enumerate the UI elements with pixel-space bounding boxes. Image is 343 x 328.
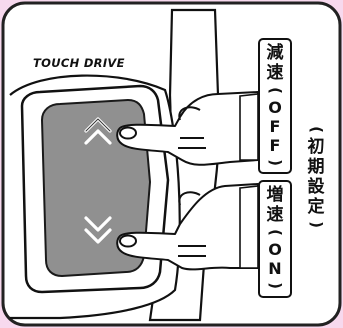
accelerate-paren-close: ) bbox=[266, 282, 285, 289]
decelerate-paren-close: ) bbox=[266, 159, 285, 166]
double-chevron-up-icon[interactable] bbox=[84, 117, 112, 145]
decelerate-latin-1: O bbox=[268, 98, 282, 117]
note-paren-open: ( bbox=[307, 126, 326, 133]
lower-cuff bbox=[239, 185, 259, 269]
accelerate-char-1: 増 bbox=[266, 185, 284, 205]
decelerate-paren-open: ( bbox=[266, 87, 285, 94]
note-char-4: 定 bbox=[307, 197, 325, 217]
decelerate-latin-2: F bbox=[269, 117, 281, 136]
note-char-3: 設 bbox=[307, 177, 325, 197]
note-paren-close: ) bbox=[307, 221, 326, 228]
decelerate-label: 減 速 ( O F F ) bbox=[258, 38, 292, 174]
upper-hand bbox=[116, 91, 259, 166]
note-char-1: 初 bbox=[307, 137, 325, 157]
accelerate-char-2: 速 bbox=[266, 205, 284, 225]
double-chevron-down-icon[interactable] bbox=[84, 216, 112, 244]
decelerate-char-2: 速 bbox=[266, 63, 284, 83]
decelerate-char-1: 減 bbox=[266, 43, 284, 63]
lower-hand bbox=[116, 183, 259, 271]
decelerate-latin-3: F bbox=[269, 136, 281, 155]
accelerate-paren-open: ( bbox=[266, 229, 285, 236]
accelerate-latin-2: N bbox=[268, 259, 282, 278]
brand-logo: TOUCH DRIVE bbox=[33, 56, 125, 70]
note-char-2: 期 bbox=[307, 157, 325, 177]
upper-cuff bbox=[239, 93, 259, 161]
default-setting-note: ( 初 期 設 定 ) bbox=[305, 122, 327, 232]
accelerate-latin-1: O bbox=[268, 240, 282, 259]
accelerate-label: 増 速 ( O N ) bbox=[258, 180, 292, 298]
